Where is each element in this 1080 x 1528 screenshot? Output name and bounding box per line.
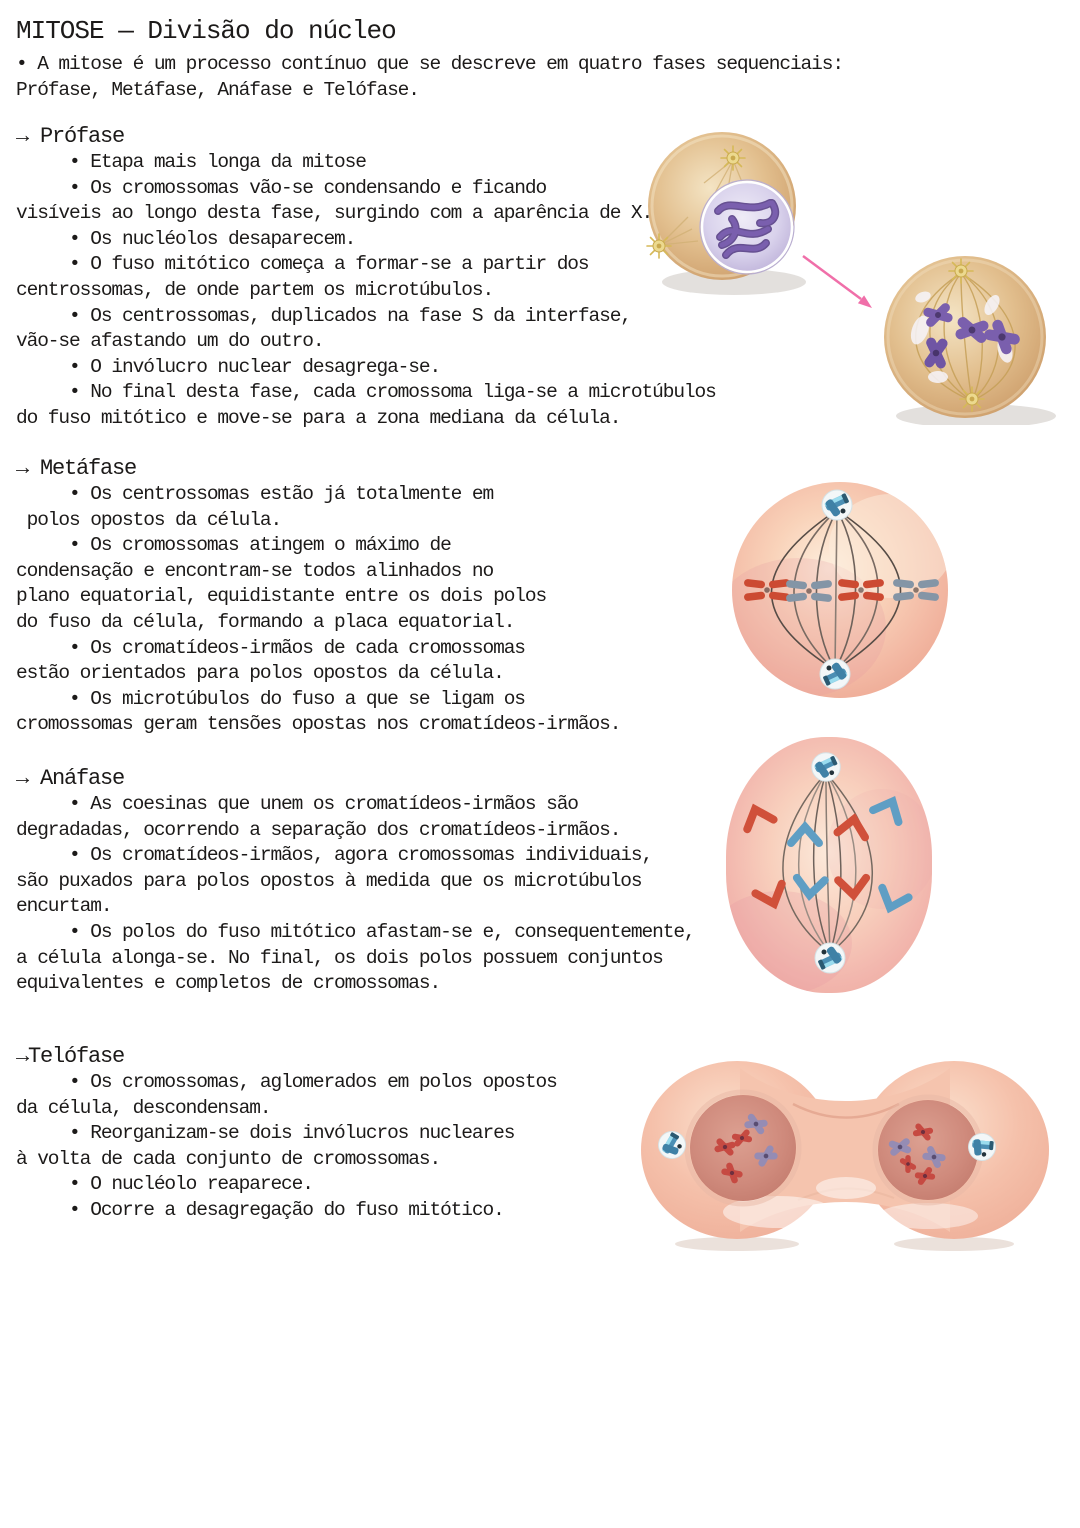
text-line: • Os cromatídeos-irmãos, agora cromossom…	[16, 844, 653, 867]
text-line: condensação e encontram-se todos alinhad…	[16, 559, 494, 582]
intro-text: • A mitose é um processo contínuo que se…	[16, 52, 844, 103]
text-line: visíveis ao longo desta fase, surgindo c…	[16, 202, 653, 225]
telophase-cells-illustration	[641, 1061, 1049, 1251]
page-title: MITOSE — Divisão do núcleo	[16, 16, 397, 46]
text-line: • O nucléolo reaparece.	[16, 1173, 314, 1196]
text-line: plano equatorial, equidistante entre os …	[16, 585, 547, 608]
condensing-chromosomes	[714, 199, 780, 259]
metaphase-cell-illustration	[732, 482, 948, 698]
early-prophase-cell	[646, 132, 806, 295]
text-line: • No final desta fase, cada cromossoma l…	[16, 381, 717, 404]
section-profase: → Prófase • Etapa mais longa da mitose •…	[16, 124, 717, 432]
text-line: vão-se afastando um do outro.	[16, 330, 325, 353]
section-body-profase: • Etapa mais longa da mitose • Os cromos…	[16, 150, 717, 432]
text-line: são puxados para polos opostos à medida …	[16, 869, 643, 892]
text-line: • Os nucléolos desaparecem.	[16, 227, 356, 250]
text-line: • Os cromossomas, aglomerados em polos o…	[16, 1071, 558, 1093]
text-line: à volta de cada conjunto de cromossomas.	[16, 1147, 441, 1170]
text-line: a célula alonga-se. No final, os dois po…	[16, 946, 664, 969]
text-line: • Os polos do fuso mitótico afastam-se e…	[16, 920, 696, 943]
section-heading-telofase: →Telófase	[16, 1044, 125, 1069]
nucleus-left	[690, 1095, 796, 1201]
section-heading-anafase: → Anáfase	[16, 766, 125, 791]
text-line: • Os cromatídeos-irmãos de cada cromosso…	[16, 636, 526, 659]
microtubule-fibers	[659, 159, 745, 246]
text-line: • O invólucro nuclear desagrega-se.	[16, 355, 441, 378]
text-line: degradadas, ocorrendo a separação dos cr…	[16, 818, 621, 841]
text-line: • Os microtúbulos do fuso a que se ligam…	[16, 687, 526, 710]
text-line: • A mitose é um processo contínuo que se…	[16, 53, 844, 75]
arrow-icon	[802, 254, 872, 308]
text-line: • Etapa mais longa da mitose	[16, 151, 367, 173]
text-line: Prófase, Metáfase, Anáfase e Telófase.	[16, 78, 420, 101]
text-line: estão orientados para polos opostos da c…	[16, 662, 505, 685]
text-line: • Os centrossomas estão já totalmente em	[16, 483, 494, 505]
text-line: • Os cromossomas atingem o máximo de	[16, 534, 452, 557]
text-line: da célula, descondensam.	[16, 1096, 272, 1119]
text-line: • Reorganizam-se dois invólucros nuclear…	[16, 1122, 515, 1145]
text-line: • Ocorre a desagregação do fuso mitótico…	[16, 1198, 505, 1221]
section-body-metafase: • Os centrossomas estão já totalmente em…	[16, 482, 621, 738]
text-line: • As coesinas que unem os cromatídeos-ir…	[16, 793, 579, 815]
prophase-cells-illustration	[646, 132, 1056, 425]
text-line: centrossomas, de onde partem os microtúb…	[16, 278, 494, 301]
section-anafase: → Anáfase • As coesinas que unem os crom…	[16, 766, 696, 997]
section-metafase: → Metáfase • Os centrossomas estão já to…	[16, 456, 621, 738]
text-line: • O fuso mitótico começa a formar-se a p…	[16, 253, 590, 276]
text-line: encurtam.	[16, 895, 113, 918]
section-heading-profase: → Prófase	[16, 124, 125, 149]
text-line: • Os cromossomas vão-se condensando e fi…	[16, 176, 547, 199]
text-line: do fuso mitótico e move-se para a zona m…	[16, 406, 621, 429]
late-prophase-cell	[884, 256, 1056, 425]
anaphase-cell-illustration	[726, 737, 932, 993]
section-telofase: →Telófase • Os cromossomas, aglomerados …	[16, 1044, 558, 1224]
text-line: cromossomas geram tensões opostas nos cr…	[16, 713, 621, 736]
text-line: equivalentes e completos de cromossomas.	[16, 972, 441, 995]
section-heading-metafase: → Metáfase	[16, 456, 137, 481]
text-line: do fuso da célula, formando a placa equa…	[16, 610, 515, 633]
section-body-anafase: • As coesinas que unem os cromatídeos-ir…	[16, 792, 696, 997]
text-line: polos opostos da célula.	[16, 508, 283, 531]
spindle-fibers	[770, 509, 902, 671]
text-line: • Os centrossomas, duplicados na fase S …	[16, 304, 632, 327]
section-body-telofase: • Os cromossomas, aglomerados em polos o…	[16, 1070, 558, 1224]
nuclear-envelope	[699, 179, 795, 275]
spindle-fibers	[782, 772, 873, 954]
